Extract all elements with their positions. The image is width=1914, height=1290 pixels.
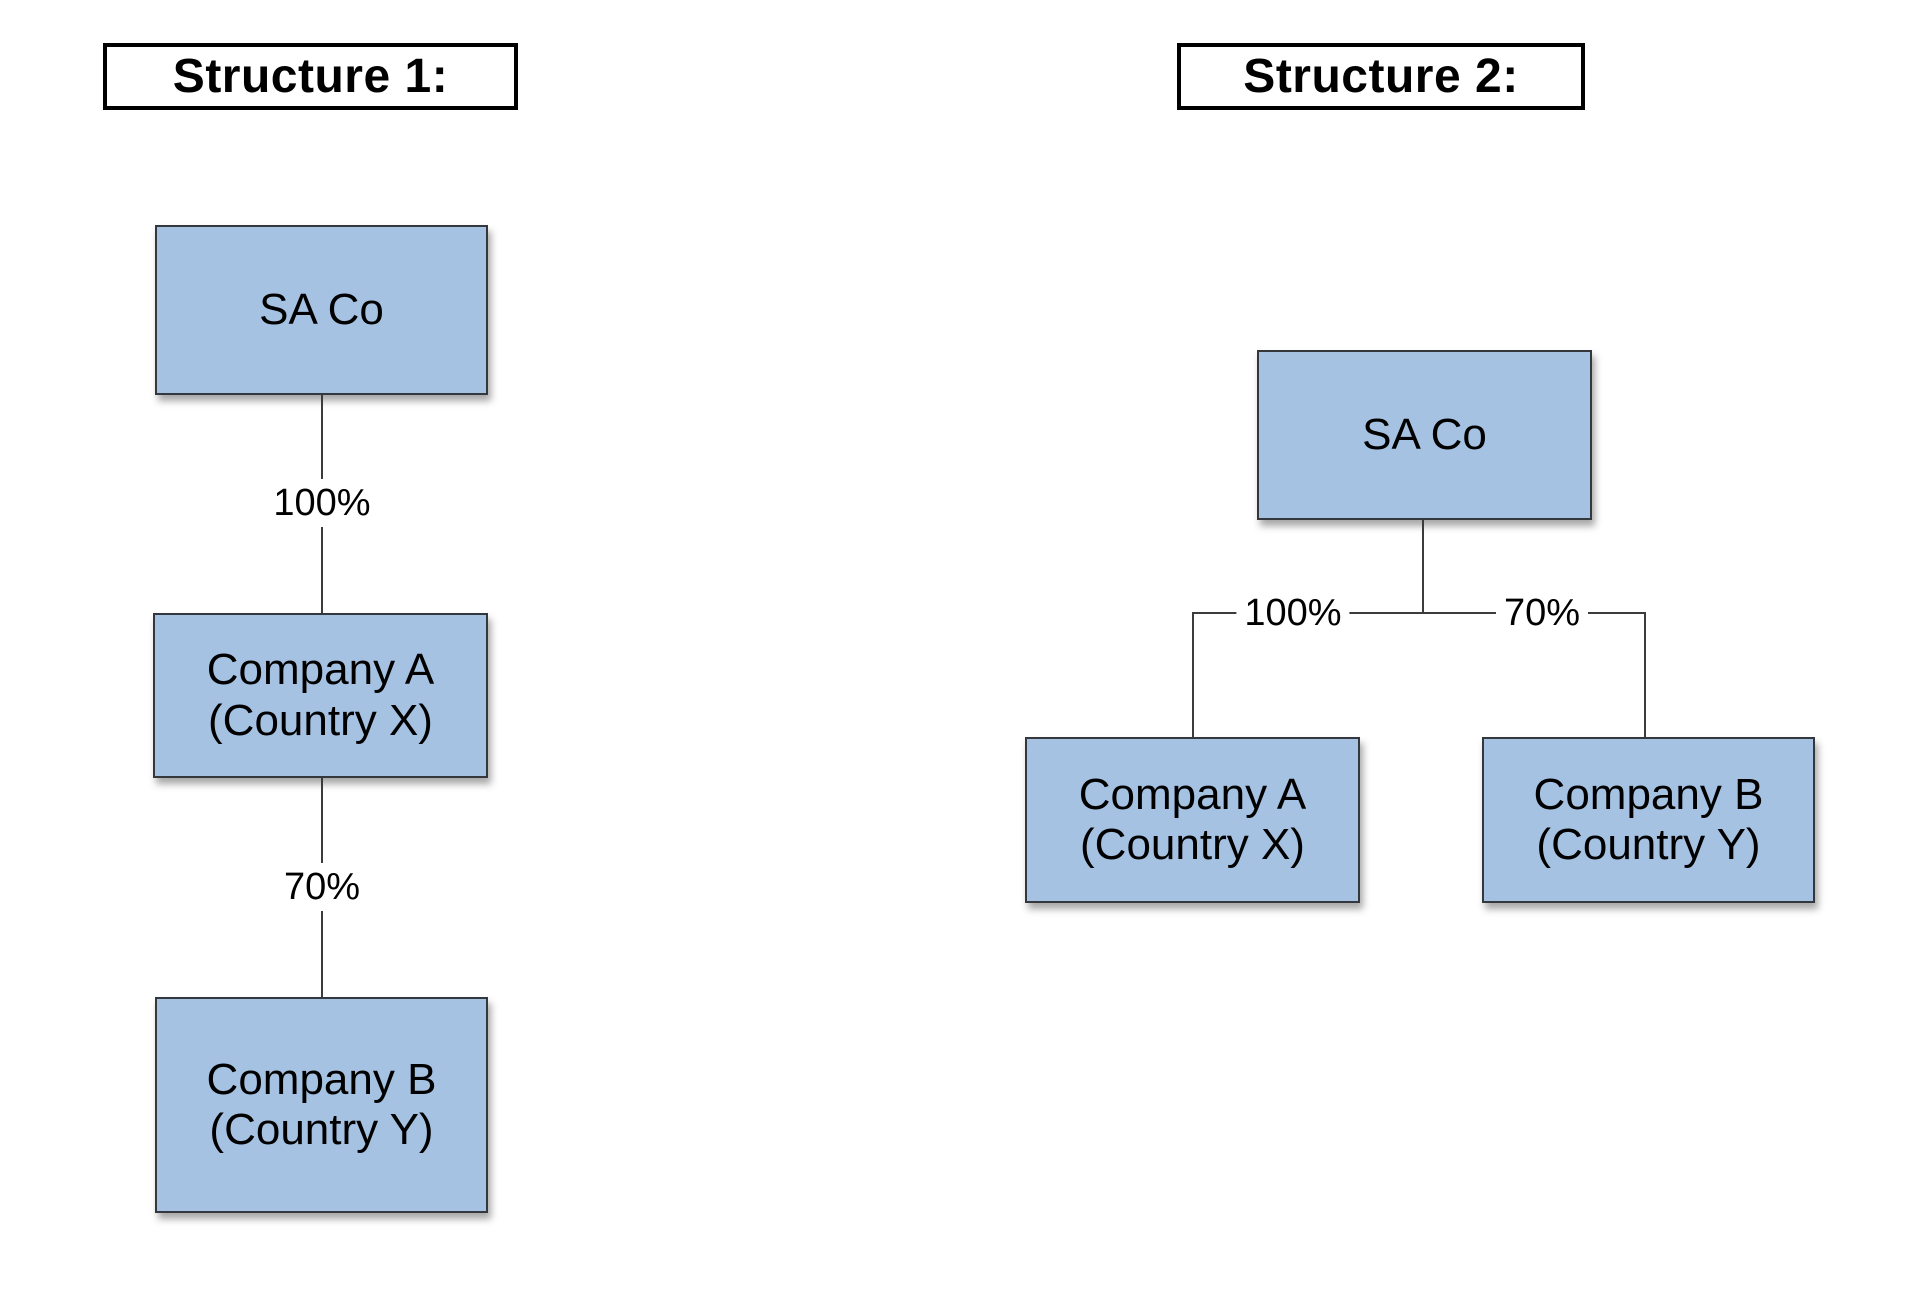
node-label: Company A [1078,769,1307,819]
structure2-edge-horizontal-rail [1192,612,1646,614]
structure2-edge-label-70: 70% [1495,589,1589,637]
node-label: SA Co [1362,409,1487,459]
node-label: Company B [1533,769,1764,819]
structure1-title-box: Structure 1: [103,43,518,110]
structure2-node-company-b: Company B (Country Y) [1482,737,1815,903]
structure2-title: Structure 2: [1243,50,1519,103]
node-sublabel: (Country Y) [209,1105,434,1154]
structure2-edge-saco-drop [1422,520,1424,614]
node-label: SA Co [259,284,384,334]
structure1-edge-label-70: 70% [275,863,369,911]
structure2-node-company-a: Company A (Country X) [1025,737,1360,903]
structure1-node-sa-co: SA Co [155,225,488,395]
structure2-edge-branch-companyb [1644,612,1646,737]
node-label: Company A [206,645,435,695]
structure2-edge-branch-companya [1192,612,1194,737]
structure1-edge-label-100: 100% [265,479,379,527]
node-sublabel: (Country X) [1080,820,1305,869]
node-sublabel: (Country X) [208,695,433,745]
structure1-node-company-b: Company B (Country Y) [155,997,488,1213]
structure2-title-box: Structure 2: [1177,43,1585,110]
structure1-node-company-a: Company A (Country X) [153,613,488,778]
structure2-edge-label-100: 100% [1236,589,1350,637]
structure1-title: Structure 1: [172,50,449,103]
structure2-node-sa-co: SA Co [1257,350,1592,520]
node-label: Company B [206,1054,437,1104]
node-sublabel: (Country Y) [1536,820,1761,869]
